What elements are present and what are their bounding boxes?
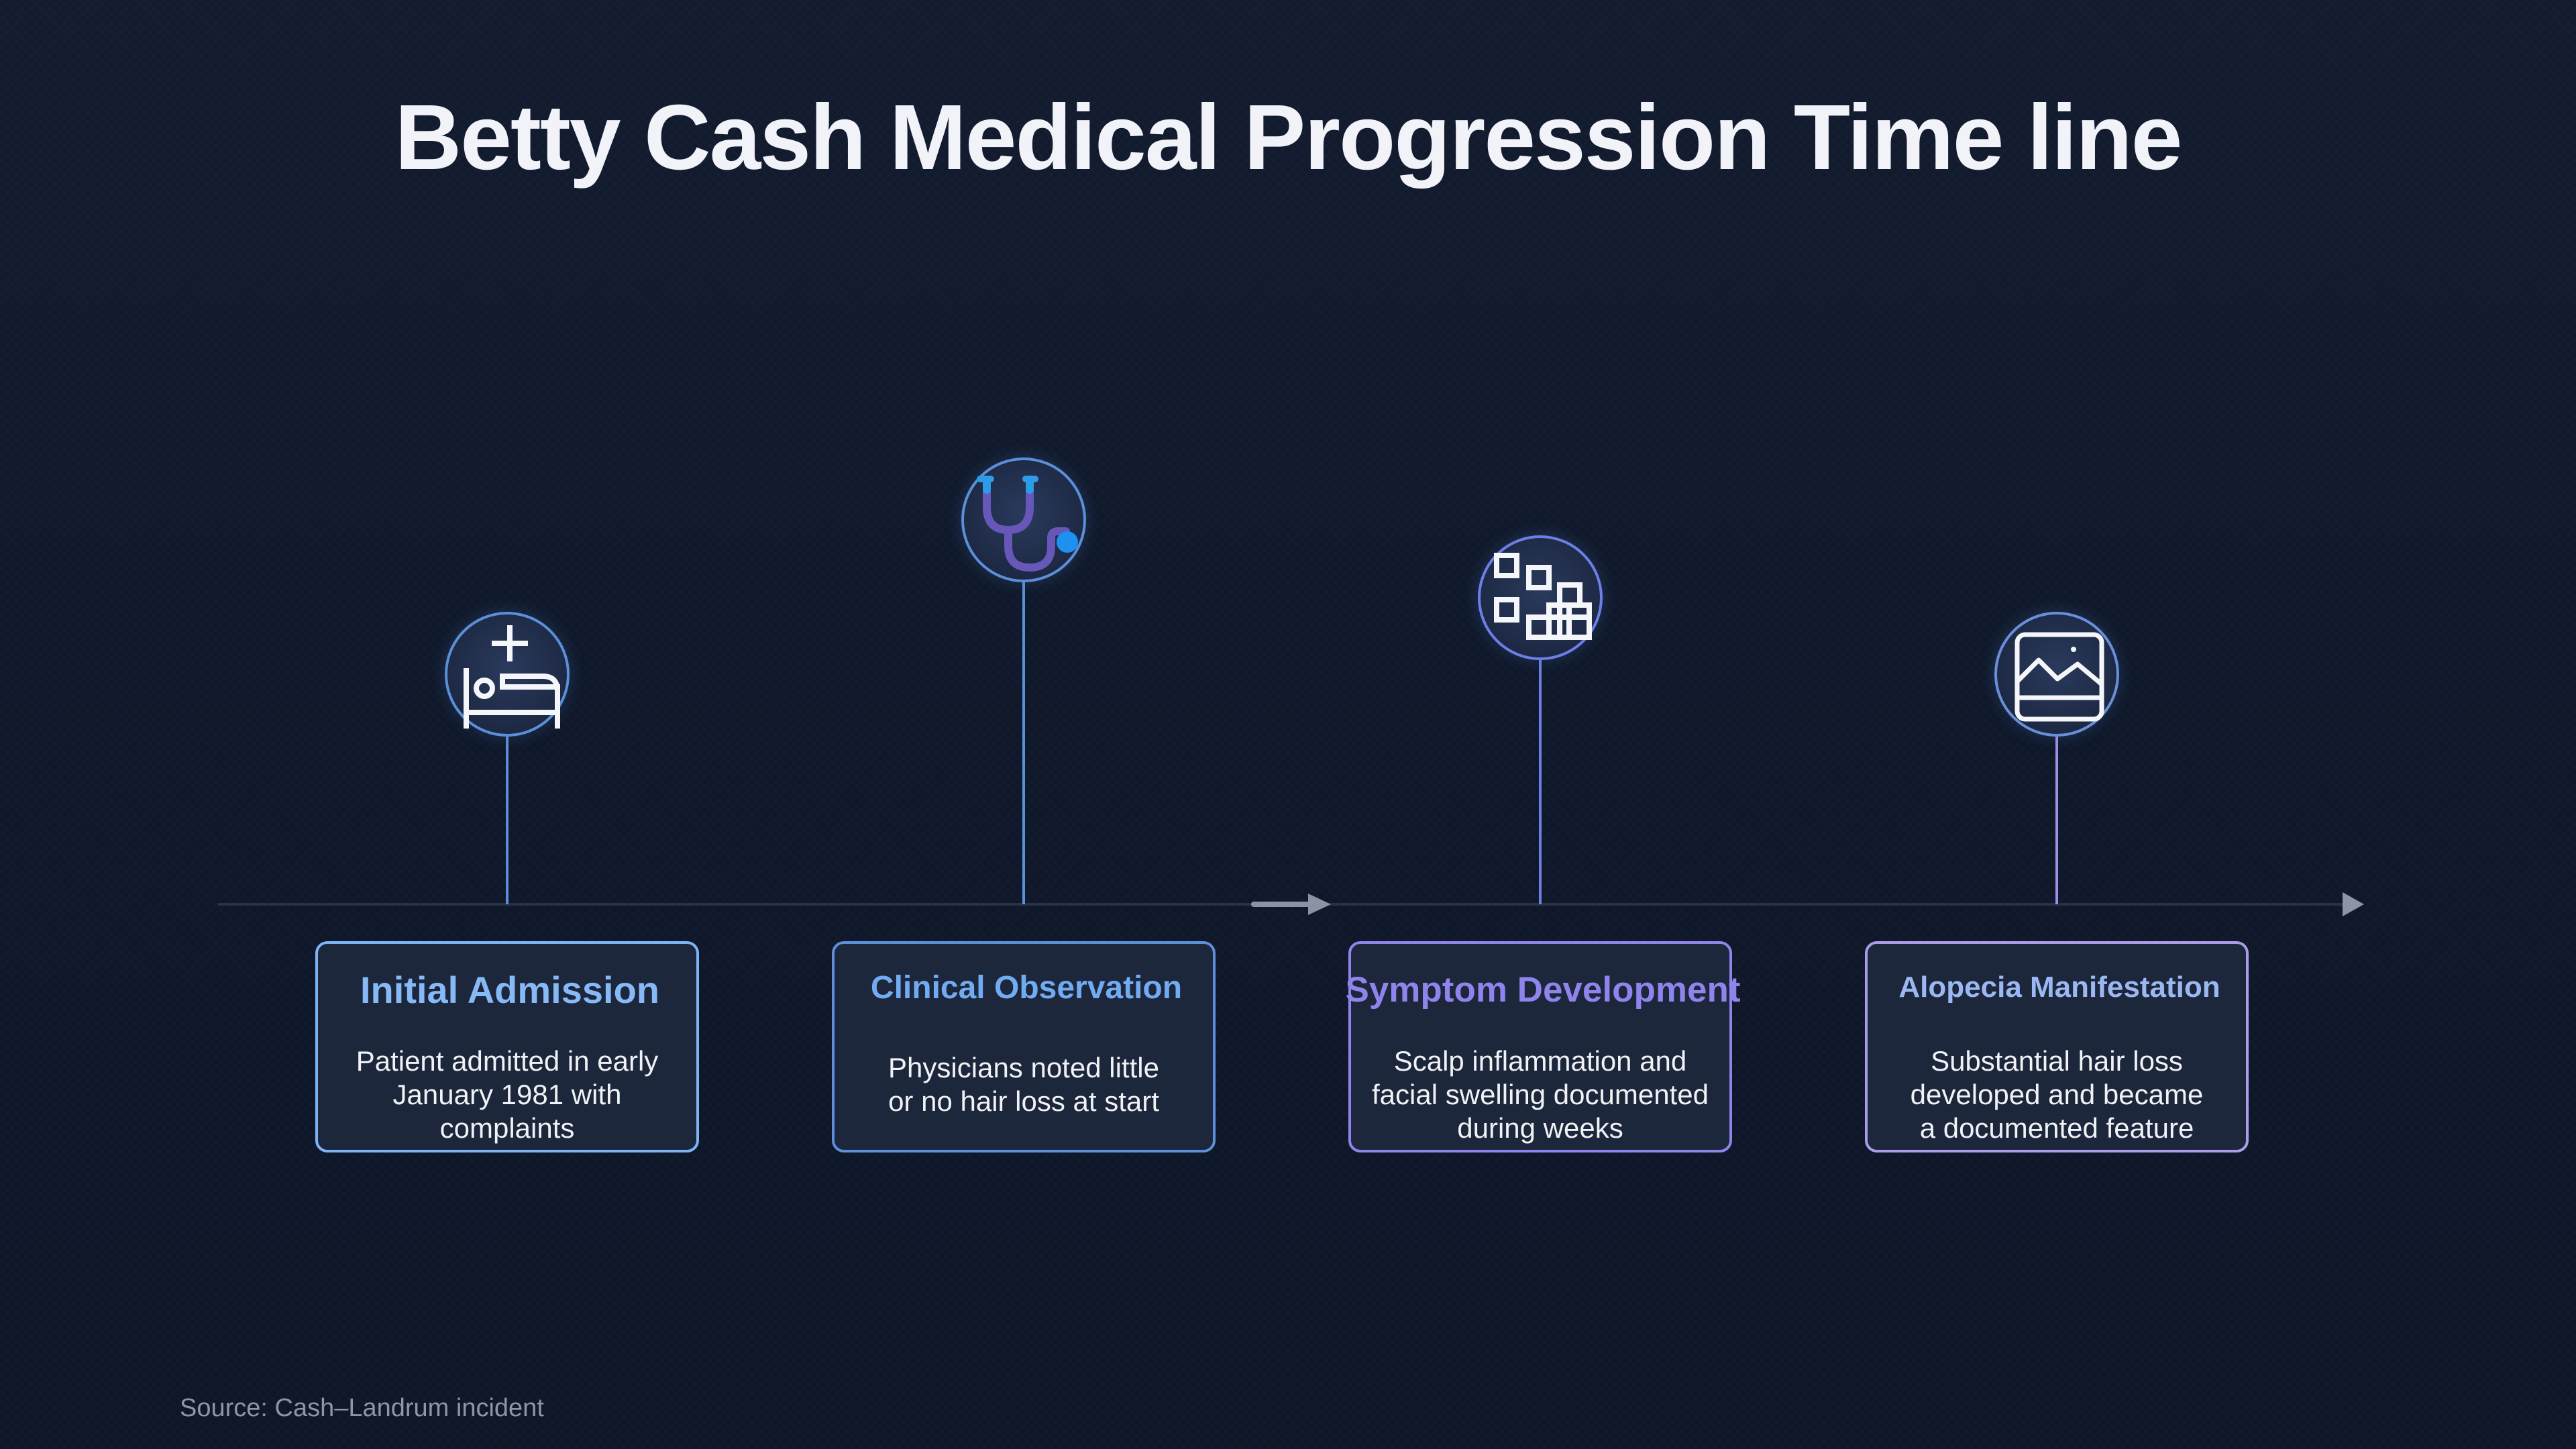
event-1-node	[445, 612, 570, 737]
event-1-desc-line-1: Patient admitted in early	[356, 1045, 659, 1077]
page-title: Betty Cash Medical Progression Time line	[394, 86, 2183, 189]
grid-blocks-icon	[1494, 553, 1592, 640]
timeline-axis-end-arrow	[2343, 892, 2364, 916]
event-2-title: Clinical Observation	[870, 970, 1183, 1006]
landscape-image-icon	[2015, 632, 2104, 722]
event-3-card: Symptom Development Scalp inflammation a…	[1345, 941, 1741, 1152]
stethoscope-icon	[977, 476, 1078, 572]
event-2-stem	[1022, 582, 1025, 904]
event-2-desc-line-1: Physicians noted little	[888, 1052, 1159, 1083]
event-3-desc-line-1: Scalp inflammation and	[1393, 1045, 1687, 1077]
event-3-desc-line-2: facial swelling documented	[1372, 1079, 1709, 1110]
event-1-card: Initial Admission Patient admitted in ea…	[315, 941, 699, 1152]
event-3-node	[1478, 535, 1603, 660]
event-4-desc-line-2: developed and became	[1910, 1079, 2204, 1110]
event-4-stem	[2055, 737, 2058, 904]
event-4-description: Substantial hair loss developed and beca…	[1868, 1044, 2246, 1145]
event-2-description: Physicians noted little or no hair loss …	[835, 1051, 1213, 1118]
event-1-desc-line-3: complaints	[439, 1112, 575, 1144]
event-4-desc-line-3: a documented feature	[1919, 1112, 2194, 1144]
event-1-title: Initial Admission	[360, 969, 659, 1011]
event-3-stem	[1539, 660, 1542, 904]
event-4-title: Alopecia Manifestation	[1898, 971, 2220, 1004]
hospital-bed-icon	[464, 625, 560, 729]
event-1-desc-line-2: January 1981 with	[392, 1079, 622, 1110]
event-3-desc-line-3: during weeks	[1457, 1112, 1623, 1144]
event-1-stem	[506, 737, 508, 904]
event-1-description: Patient admitted in early January 1981 w…	[318, 1044, 696, 1145]
event-4-desc-line-1: Substantial hair loss	[1931, 1045, 2183, 1077]
event-3-description: Scalp inflammation and facial swelling d…	[1351, 1044, 1729, 1145]
event-4-card: Alopecia Manifestation Substantial hair …	[1865, 941, 2249, 1152]
event-4-node	[1994, 612, 2119, 737]
event-2-card: Clinical Observation Physicians noted li…	[832, 941, 1216, 1152]
event-3-title: Symptom Development	[1345, 970, 1741, 1010]
event-2-desc-line-2: or no hair loss at start	[888, 1085, 1159, 1117]
source-note: Source: Cash–Landrum incident	[180, 1394, 544, 1422]
event-2-node	[961, 458, 1086, 582]
